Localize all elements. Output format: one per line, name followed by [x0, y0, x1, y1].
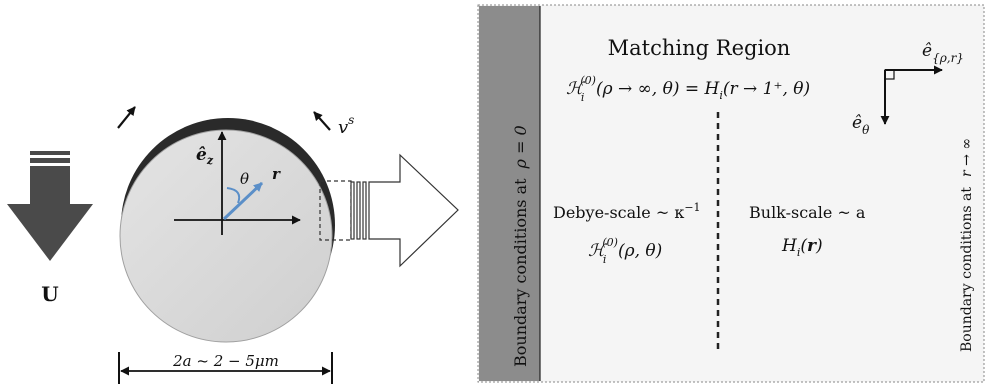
size-label: 2a ~ 2 − 5μm	[172, 352, 279, 370]
velocity-label: vs	[338, 113, 354, 138]
debye-scale-label: Debye-scale ~ κ−1	[553, 201, 701, 222]
right-boundary-label: Boundary conditions atr → ∞	[959, 138, 975, 352]
inner-field-label: ℋi(0)(ρ, θ)	[588, 236, 662, 266]
flow-arrow-icon	[7, 151, 93, 261]
slip-arrow-left-icon	[117, 106, 136, 129]
zoom-arrow-icon	[350, 153, 459, 268]
particle	[119, 129, 333, 343]
zoom-box	[319, 180, 352, 241]
matching-region-frame	[477, 4, 985, 383]
flow-label: U	[41, 282, 58, 306]
radial-vector-icon	[222, 181, 264, 221]
gray-boundary-band	[479, 6, 540, 381]
outer-field-label: Hi(r)	[781, 236, 823, 259]
axis-z-label: êz	[196, 145, 214, 167]
radial-label: r	[272, 165, 281, 183]
basis-rho-r-label: ê{ρ,r}	[922, 41, 964, 65]
basis-theta-label: êθ	[852, 113, 870, 137]
left-boundary-label: Boundary conditions atρ = 0	[511, 125, 530, 367]
bulk-scale-label: Bulk-scale ~ a	[749, 203, 866, 222]
angle-label: θ	[240, 170, 249, 188]
matching-equation: ℋi(0)(ρ → ∞, θ) = Hi(r → 1⁺, θ)	[566, 74, 810, 104]
angle-arc-icon	[226, 187, 241, 204]
matching-region-title: Matching Region	[608, 36, 791, 60]
slip-arrow-right-icon	[313, 111, 331, 131]
right-angle-marker	[884, 69, 895, 80]
